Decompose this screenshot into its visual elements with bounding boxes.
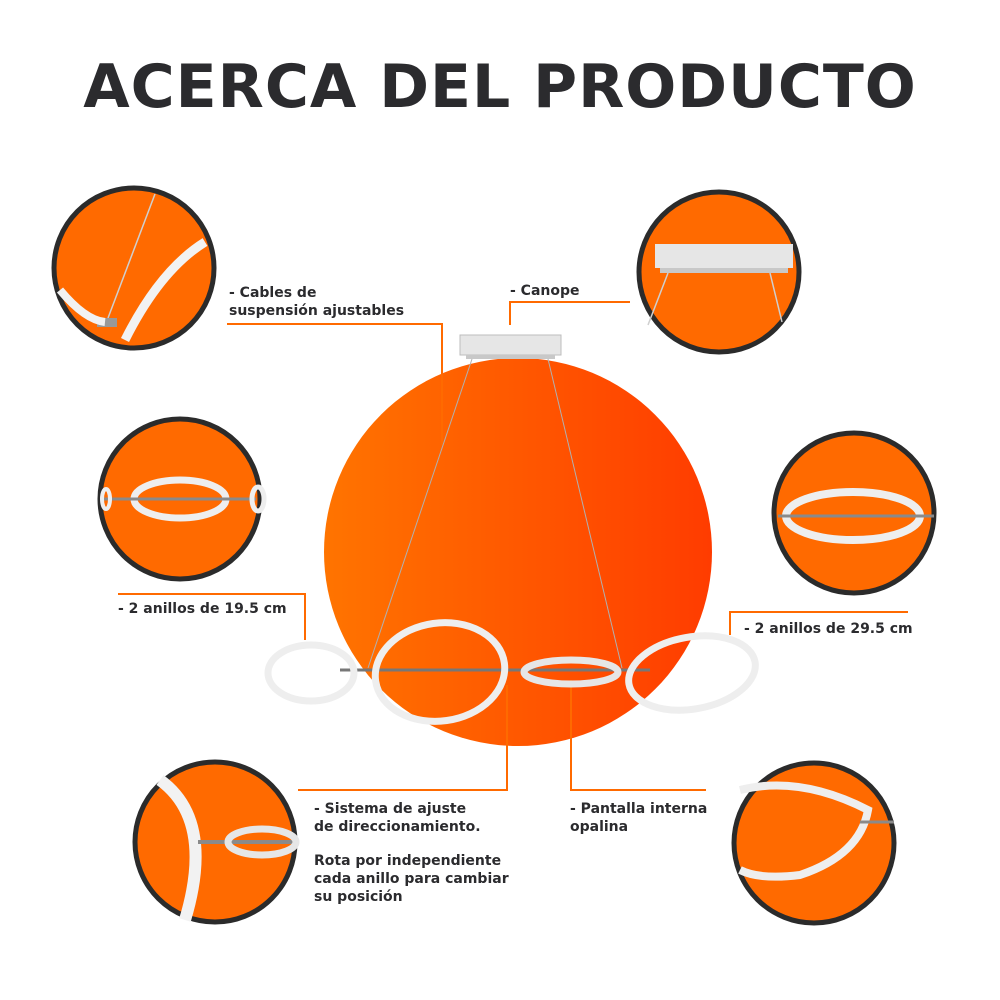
label-ajuste: - Sistema de ajuste de direccionamiento.… [314, 800, 509, 906]
lamp [264, 619, 759, 725]
label-rings-large: - 2 anillos de 29.5 cm [744, 621, 913, 637]
detail-pantalla [731, 760, 897, 926]
callout-line-cables [227, 323, 443, 445]
label-rota-line2: cada anillo para cambiar [314, 871, 509, 887]
canope [459, 334, 562, 359]
label-rota-line1: Rota por independiente [314, 853, 502, 869]
detail-cables [51, 185, 217, 351]
callout-lines [118, 301, 908, 791]
detail-ajuste [132, 759, 300, 925]
background-circle [324, 358, 712, 746]
detail-canope [636, 189, 802, 355]
label-pantalla-line2: opalina [570, 819, 629, 835]
label-pantalla-line1: - Pantalla interna [570, 801, 708, 817]
label-ajuste-line1: - Sistema de ajuste [314, 801, 467, 817]
label-cables-line1: - Cables de [229, 285, 317, 301]
label-rota-line3: su posición [314, 889, 403, 905]
label-rings-small: - 2 anillos de 19.5 cm [118, 601, 287, 617]
label-canope: - Canope [510, 283, 580, 299]
callout-line-pantalla [570, 680, 706, 791]
callout-line-canope [509, 301, 630, 325]
label-pantalla: - Pantalla interna opalina [570, 800, 707, 836]
callout-line-rings-small [118, 593, 306, 640]
label-cables: - Cables de suspensión ajustables [229, 284, 404, 320]
callout-line-rings-large [729, 611, 908, 635]
label-cables-line2: suspensión ajustables [229, 303, 405, 319]
callout-line-ajuste [298, 685, 508, 791]
ring-small-center [520, 656, 622, 688]
ring-large-left [371, 619, 509, 725]
detail-ring-large [771, 430, 937, 596]
ring-large-right [625, 632, 759, 714]
label-ajuste-line2: de direccionamiento. [314, 819, 481, 835]
detail-ring-small [97, 416, 267, 582]
suspension-cables [367, 358, 623, 669]
page-title: ACERCA DEL PRODUCTO [83, 52, 917, 122]
ring-small-left [264, 641, 358, 705]
